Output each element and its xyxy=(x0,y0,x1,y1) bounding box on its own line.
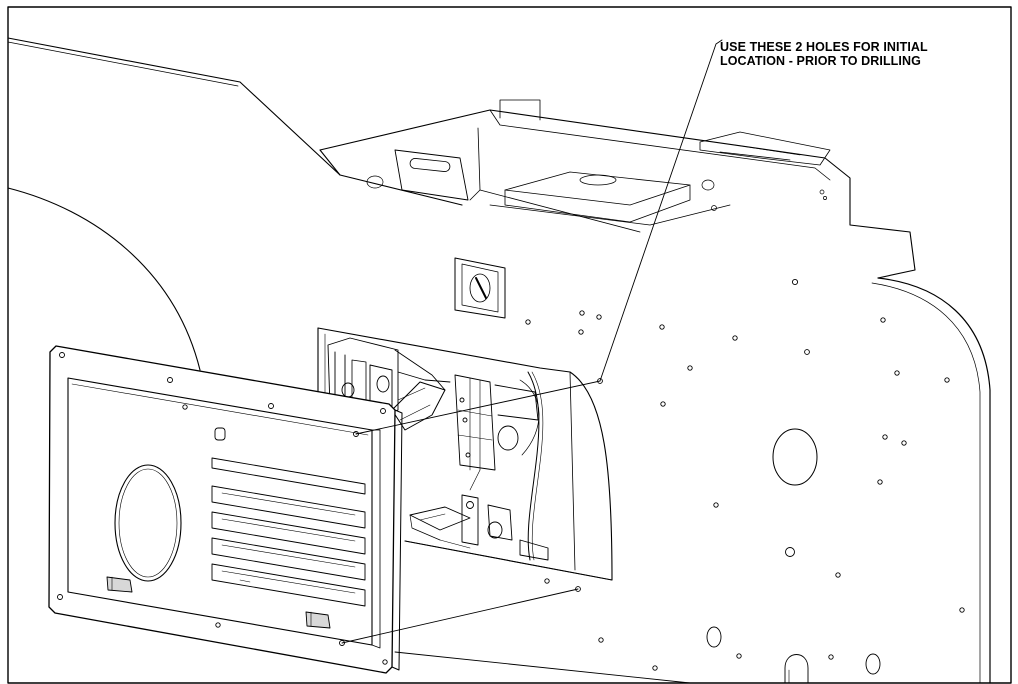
body-port-circle xyxy=(772,428,818,486)
alignment-line-lower xyxy=(341,588,579,644)
indicator-slot xyxy=(214,427,226,441)
louvres xyxy=(211,457,366,607)
body-holes xyxy=(525,278,965,671)
cover-plate xyxy=(48,345,403,674)
body-top-edge-inner xyxy=(7,41,239,87)
side-panel-outline xyxy=(877,277,991,684)
side-panel-outline-inner xyxy=(871,282,981,684)
switch-housing xyxy=(454,257,506,319)
hinge-clips xyxy=(106,576,331,629)
body-top-edge xyxy=(7,37,463,206)
bottom-cutout-left xyxy=(706,626,722,648)
plate-holes xyxy=(57,352,388,665)
bottom-slot xyxy=(784,654,809,684)
alignment-line-bottom xyxy=(394,651,691,684)
callout-line-2: LOCATION - PRIOR TO DRILLING xyxy=(720,54,921,68)
top-housing xyxy=(319,99,916,279)
bottom-cutout-right xyxy=(865,653,881,675)
tank-arc xyxy=(7,187,201,371)
cover-plate-outer xyxy=(48,345,396,674)
callout-leader xyxy=(599,39,723,382)
alignment-line-upper xyxy=(355,380,601,435)
sight-window xyxy=(114,464,182,582)
callout-line-1: USE THESE 2 HOLES FOR INITIAL xyxy=(720,40,928,54)
drawing-border xyxy=(7,6,1012,684)
drilling-instruction-callout: USE THESE 2 HOLES FOR INITIAL LOCATION -… xyxy=(720,40,1010,68)
